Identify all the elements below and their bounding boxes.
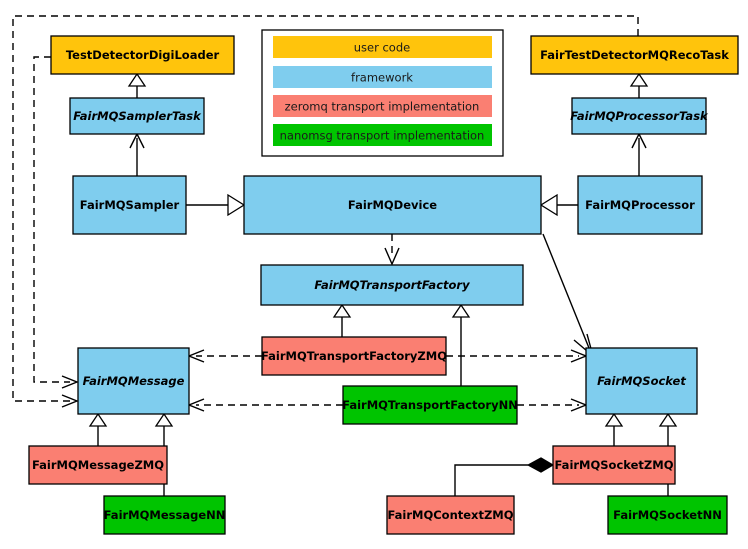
class-box-label: FairMQSocket bbox=[597, 374, 686, 388]
class-box-rect bbox=[571, 97, 707, 135]
class-box-rect bbox=[261, 336, 447, 376]
class-box-rect bbox=[77, 347, 190, 415]
class-box-label: FairTestDetectorMQRecoTask bbox=[540, 48, 729, 62]
edge-factorynn-to-socket bbox=[517, 398, 588, 412]
legend-label-zeromq: zeromq transport implementation bbox=[285, 100, 480, 114]
legend: user code framework zeromq transport imp… bbox=[261, 29, 504, 157]
class-box-rect bbox=[577, 175, 703, 235]
legend-swatch-zeromq bbox=[273, 95, 492, 117]
class-box-rect bbox=[585, 347, 698, 415]
class-box-rect bbox=[69, 97, 205, 135]
edge-sampler-to-device bbox=[186, 193, 246, 217]
legend-swatch-user-code bbox=[273, 36, 492, 58]
class-box-rect bbox=[103, 495, 226, 535]
edge-socketzmq-to-socket bbox=[604, 412, 624, 446]
class-box-FairMQSocketZMQ[interactable]: FairMQSocketZMQ bbox=[552, 445, 676, 485]
class-box-label: FairMQSocketNN bbox=[613, 508, 722, 522]
class-box-rect bbox=[50, 35, 235, 75]
node-layer: TestDetectorDigiLoader FairTestDetectorMQ… bbox=[28, 35, 739, 535]
edge-processor-to-device bbox=[539, 193, 578, 217]
edge-factorynn-to-factory bbox=[451, 303, 471, 386]
legend-label-user-code: user code bbox=[354, 41, 410, 55]
edge-processortask-to-recotask bbox=[629, 72, 649, 98]
class-box-FairMQSocket[interactable]: FairMQSocket bbox=[585, 347, 698, 415]
edge-recotask-to-message bbox=[12, 15, 639, 408]
class-box-label: FairMQSamplerTask bbox=[73, 109, 202, 123]
class-box-rect bbox=[552, 445, 676, 485]
legend-label-framework: framework bbox=[351, 71, 413, 85]
edge-factoryzmq-to-socket bbox=[446, 349, 588, 363]
class-box-rect bbox=[342, 385, 518, 425]
class-box-label: FairMQSampler bbox=[80, 198, 180, 212]
class-box-FairMQContextZMQ[interactable]: FairMQContextZMQ bbox=[386, 495, 515, 535]
class-box-label: FairMQContextZMQ bbox=[387, 508, 513, 522]
edge-sampler-to-samplertask bbox=[129, 132, 145, 176]
legend-swatch-framework bbox=[273, 66, 492, 88]
class-box-label: FairMQMessage bbox=[83, 374, 185, 388]
legend-item-user-code: user code bbox=[273, 36, 492, 58]
class-box-FairMQTransportFactoryNN[interactable]: FairMQTransportFactoryNN bbox=[342, 385, 518, 425]
edge-contextzmq-to-socketzmq bbox=[454, 457, 555, 496]
class-box-FairMQMessage[interactable]: FairMQMessage bbox=[77, 347, 190, 415]
edge-factorynn-to-message bbox=[187, 398, 343, 412]
legend-item-framework: framework bbox=[273, 66, 492, 88]
class-box-label: FairMQProcessorTask bbox=[570, 109, 709, 123]
edge-device-to-transportfactory bbox=[384, 234, 400, 266]
edge-digiloader-to-message bbox=[33, 56, 79, 389]
class-box-rect bbox=[72, 175, 187, 235]
legend-swatch-nanomsg bbox=[273, 124, 492, 146]
legend-item-zeromq: zeromq transport implementation bbox=[273, 95, 492, 117]
class-box-FairMQMessageZMQ[interactable]: FairMQMessageZMQ bbox=[28, 445, 168, 485]
class-box-FairMQDevice[interactable]: FairMQDevice bbox=[243, 175, 542, 235]
class-box-FairMQTransportFactoryZMQ[interactable]: FairMQTransportFactoryZMQ bbox=[261, 336, 447, 376]
class-box-label: FairMQDevice bbox=[348, 198, 437, 212]
edge-device-to-socket bbox=[542, 233, 595, 358]
edge-messagezmq-to-message bbox=[88, 412, 108, 446]
edge-processor-to-processortask bbox=[631, 132, 647, 176]
class-box-label: FairMQSocketZMQ bbox=[555, 458, 674, 472]
class-box-label: FairMQTransportFactoryZMQ bbox=[261, 349, 447, 363]
class-box-TestDetectorDigiLoader[interactable]: TestDetectorDigiLoader bbox=[50, 35, 235, 75]
legend-label-nanomsg: nanomsg transport implementation bbox=[280, 129, 485, 143]
class-box-rect bbox=[607, 495, 728, 535]
class-box-FairMQMessageNN[interactable]: FairMQMessageNN bbox=[103, 495, 226, 535]
class-box-FairTestDetectorMQRecoTask[interactable]: FairTestDetectorMQRecoTask bbox=[530, 35, 739, 75]
class-box-rect bbox=[386, 495, 515, 535]
class-box-FairMQProcessor[interactable]: FairMQProcessor bbox=[577, 175, 703, 235]
class-box-rect bbox=[530, 35, 739, 75]
class-box-label: FairMQMessageZMQ bbox=[32, 458, 164, 472]
edge-samplertask-to-digiloader bbox=[127, 72, 147, 98]
class-box-rect bbox=[260, 264, 524, 306]
class-box-label: TestDetectorDigiLoader bbox=[66, 48, 220, 62]
class-box-label: FairMQTransportFactoryNN bbox=[342, 398, 518, 412]
class-box-FairMQSampler[interactable]: FairMQSampler bbox=[72, 175, 187, 235]
class-box-rect bbox=[243, 175, 542, 235]
class-box-rect bbox=[28, 445, 168, 485]
class-box-label: FairMQProcessor bbox=[585, 198, 695, 212]
class-box-label: FairMQMessageNN bbox=[104, 508, 226, 522]
edge-factoryzmq-to-factory bbox=[332, 303, 352, 337]
class-box-label: FairMQTransportFactory bbox=[314, 278, 470, 292]
class-box-FairMQProcessorTask[interactable]: FairMQProcessorTask bbox=[570, 97, 709, 135]
class-box-FairMQSamplerTask[interactable]: FairMQSamplerTask bbox=[69, 97, 205, 135]
class-box-FairMQTransportFactory[interactable]: FairMQTransportFactory bbox=[260, 264, 524, 306]
class-box-FairMQSocketNN[interactable]: FairMQSocketNN bbox=[607, 495, 728, 535]
edge-factoryzmq-to-message bbox=[187, 349, 262, 363]
legend-item-nanomsg: nanomsg transport implementation bbox=[273, 124, 492, 146]
